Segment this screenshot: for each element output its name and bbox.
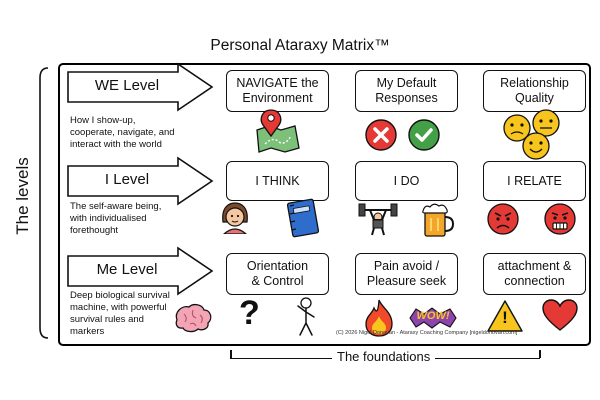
angry-face-icon	[487, 203, 519, 235]
wow-icon: WOW!	[408, 307, 458, 329]
check-icon	[408, 119, 440, 151]
foundations-bracket: The foundations	[230, 348, 550, 372]
map-pin-icon	[256, 109, 300, 153]
woman-icon	[222, 202, 248, 234]
cell-i-relate: I RELATE	[483, 161, 586, 201]
i-level-arrow: I Level	[66, 156, 214, 206]
foundations-label: The foundations	[332, 349, 436, 364]
fire-icon	[365, 299, 393, 337]
stick-figure-icon	[297, 297, 315, 336]
we-level-description: How I show-up, cooperate, navigate, and …	[70, 115, 175, 150]
warning-icon: !	[486, 299, 524, 333]
i-level-label: I Level	[104, 171, 150, 188]
cell-i-do: I DO	[355, 161, 458, 201]
cell-attachment-connection: attachment & connection	[483, 253, 586, 295]
we-level-arrow: WE Level	[66, 62, 214, 112]
notebook-icon	[286, 198, 320, 238]
beer-icon	[422, 203, 455, 237]
heart-icon	[542, 299, 578, 331]
copyright-credit: (C) 2026 Nigel Donovan - Ataraxy Coachin…	[336, 330, 518, 336]
question-mark-icon: ?	[239, 294, 260, 332]
matrix-frame	[58, 63, 591, 346]
me-level-label: Me Level	[96, 261, 158, 278]
weightlifter-icon	[358, 203, 398, 236]
cell-pain-pleasure: Pain avoid / Pleasure seek	[355, 253, 458, 295]
cell-default-responses: My Default Responses	[355, 70, 458, 112]
faces-icon	[503, 109, 560, 160]
levels-bracket	[39, 67, 49, 339]
me-level-arrow: Me Level	[66, 246, 214, 296]
brain-icon	[175, 303, 212, 333]
we-level-label: WE Level	[94, 77, 160, 94]
cross-icon	[365, 119, 397, 151]
cell-relationship-quality: Relationship Quality	[483, 70, 586, 112]
me-level-description: Deep biological survival machine, with p…	[70, 290, 170, 337]
cell-orientation-control: Orientation & Control	[226, 253, 329, 295]
matrix-title: Personal Ataraxy Matrix™	[210, 37, 390, 54]
i-level-description: The self-aware being, with individualise…	[70, 201, 162, 236]
grimace-face-icon	[544, 203, 576, 235]
cell-i-think: I THINK	[226, 161, 329, 201]
